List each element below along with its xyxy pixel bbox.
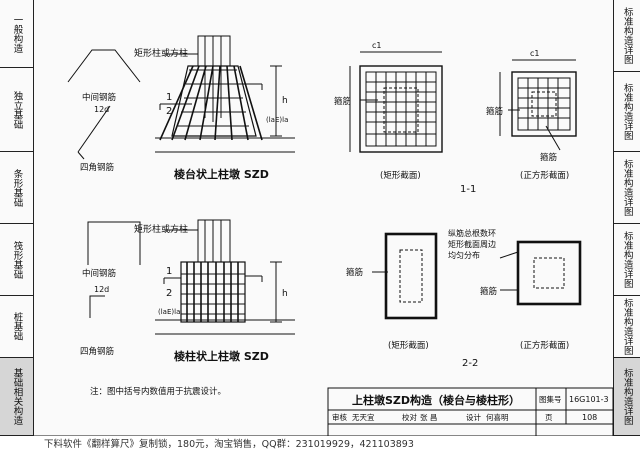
drawing-note: 注：图中括号内数值用于抗震设计。 <box>90 386 226 397</box>
top-title: 棱台状上柱墩 SZD <box>174 167 269 181</box>
top-pier-drawing <box>155 35 295 153</box>
section-1-left-caption: (矩形截面) <box>380 170 421 181</box>
top-column-label: 矩形柱或方柱 <box>134 47 188 59</box>
left-tab-label: 筏形基础 <box>11 240 23 279</box>
right-tab-label: 标准构造详图 <box>621 298 633 355</box>
section-1-label: 1-1 <box>460 184 476 195</box>
right-tab-1[interactable]: 标准构造详图 <box>613 0 640 72</box>
section-1-stirrup-a: 箍筋 <box>334 96 351 107</box>
section-1-c1-a: c1 <box>372 41 382 50</box>
bottom-title: 棱柱状上柱墩 SZD <box>174 349 269 363</box>
left-tab-raft[interactable]: 筏形基础 <box>0 224 34 296</box>
right-tab-label: 标准构造详图 <box>621 231 633 288</box>
bottom-side-rebar-sketch <box>87 221 141 318</box>
left-tab-label: 一般构造 <box>11 14 23 53</box>
top-mark-1: 1 <box>166 92 172 103</box>
title-block-review: 审核 <box>332 412 347 422</box>
title-block-review-name: 无天宜 <box>352 412 375 422</box>
left-tab-label: 桩基础 <box>11 312 23 341</box>
section-2-stirrup-a: 箍筋 <box>346 267 363 278</box>
bottom-mark-1: 1 <box>166 266 172 277</box>
left-tab-isolated[interactable]: 独立基础 <box>0 68 34 152</box>
left-tab-label: 独立基础 <box>11 90 23 129</box>
title-block-frame <box>327 387 614 436</box>
section-1-right-caption: (正方形截面) <box>520 170 569 181</box>
top-side-corner-label: 四角钢筋 <box>80 162 114 173</box>
title-block-atlas-label: 图集号 <box>539 394 562 404</box>
section-2-stirrup-b: 箍筋 <box>480 286 497 297</box>
right-tab-4[interactable]: 标准构造详图 <box>613 224 640 296</box>
section-2-2-rect <box>384 232 438 320</box>
title-block-title: 上柱墩SZD构造（棱台与棱柱形） <box>352 393 520 407</box>
section-1-stirrup-c: 箍筋 <box>540 152 557 163</box>
top-la-label: (laE)la <box>266 116 288 124</box>
title-block-atlas-no: 16G101-3 <box>569 395 609 404</box>
title-block-page-no: 108 <box>582 413 597 422</box>
top-side-rebar-sketch <box>67 49 141 160</box>
bottom-side-12d: 12d <box>94 285 109 294</box>
section-2-note-3: 均匀分布 <box>448 250 480 260</box>
left-tab-label: 条形基础 <box>11 168 23 207</box>
title-block-check: 校对 <box>402 412 417 422</box>
left-tab-related[interactable]: 基础相关构造 <box>0 358 34 436</box>
left-tab-general[interactable]: 一般构造 <box>0 0 34 68</box>
top-side-12d: 12d <box>94 105 109 114</box>
left-tab-label: 基础相关构造 <box>11 368 23 425</box>
top-h-label: h <box>282 96 288 106</box>
section-1-1-rect <box>349 51 443 153</box>
section-1-c1-b: c1 <box>530 49 540 58</box>
right-tab-label: 标准构造详图 <box>621 7 633 64</box>
left-tab-pile[interactable]: 桩基础 <box>0 296 34 358</box>
section-2-note-2: 矩形截面周边 <box>448 239 496 249</box>
title-block-check-name: 张 昌 <box>420 413 437 422</box>
right-tab-label: 标准构造详图 <box>621 83 633 140</box>
title-block-design: 设计 <box>466 412 481 422</box>
footer-text: 下料软件《翻样算尺》复制锁，180元，淘宝销售，QQ群：231019929，42… <box>0 436 640 453</box>
section-2-2-square <box>516 240 582 306</box>
title-block-design-name: 何喜明 <box>486 412 509 422</box>
right-tab-5[interactable]: 标准构造详图 <box>613 296 640 358</box>
title-block-page-label: 页 <box>545 413 553 422</box>
section-1-stirrup-b: 箍筋 <box>486 106 503 117</box>
bottom-side-corner-label: 四角钢筋 <box>80 346 114 357</box>
bottom-column-label: 矩形柱或方柱 <box>134 223 188 235</box>
top-mark-2: 2 <box>166 106 172 117</box>
section-1-1-square <box>499 59 577 137</box>
bottom-h-label: h <box>282 289 288 299</box>
section-2-note-1: 纵筋总根数环 <box>448 228 496 238</box>
bottom-pier-drawing <box>155 219 295 335</box>
left-tab-strip[interactable]: 条形基础 <box>0 152 34 224</box>
right-tab-2[interactable]: 标准构造详图 <box>613 72 640 152</box>
bottom-side-mid-label: 中间钢筋 <box>82 268 116 279</box>
drawing-canvas: 矩形柱或方柱 1 2 h (laE)la 棱台状上柱墩 SZD 中间钢筋 12d… <box>34 35 614 436</box>
bottom-la-label: (laE)la <box>158 308 180 316</box>
right-tab-3[interactable]: 标准构造详图 <box>613 152 640 224</box>
bottom-mark-2: 2 <box>166 288 172 299</box>
section-2-label: 2-2 <box>462 358 478 369</box>
section-2-left-caption: (矩形截面) <box>388 340 429 351</box>
section-2-right-caption: (正方形截面) <box>520 340 569 351</box>
right-tab-label: 标准构造详图 <box>621 368 633 425</box>
top-side-mid-label: 中间钢筋 <box>82 92 116 103</box>
right-tab-label: 标准构造详图 <box>621 159 633 216</box>
